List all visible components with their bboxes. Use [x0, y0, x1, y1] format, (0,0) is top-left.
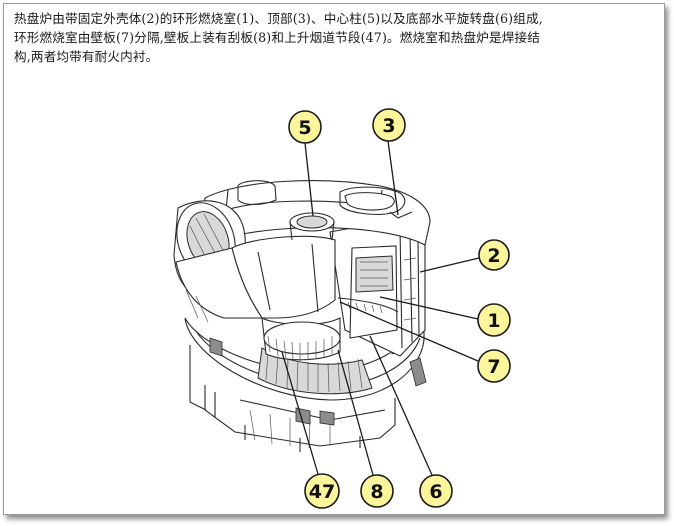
callout-number: 5: [298, 117, 311, 139]
callout-number: 6: [429, 481, 442, 503]
callout-7: 7: [477, 349, 511, 383]
callout-3: 3: [372, 108, 406, 142]
callout-circle: [372, 108, 406, 142]
callout-number: 3: [382, 115, 395, 137]
callout-circle: [477, 349, 511, 383]
callout-number: 7: [487, 356, 500, 378]
callout-leader-3: [387, 140, 399, 216]
outer-shell: [329, 219, 426, 357]
text-line-1: 热盘炉由带固定外壳体(2)的环形燃烧室(1)、顶部(3)、中心柱(5)以及底部水…: [14, 11, 543, 26]
callout-leader-7: [339, 301, 479, 362]
callout-47: 47: [304, 473, 340, 509]
callout-leader-8: [337, 349, 374, 476]
callout-circle: [304, 473, 340, 509]
callout-leader-47: [281, 351, 319, 475]
text-line-2: 环形燃烧室由壁板(7)分隔,壁板上装有刮板(8)和上升烟道节段(47)。燃烧室和…: [14, 30, 540, 45]
callout-leader-1: [379, 296, 479, 320]
callout-6: 6: [419, 474, 453, 508]
callout-2: 2: [478, 239, 510, 271]
callout-circle: [360, 474, 394, 508]
center-column: [231, 212, 341, 361]
callout-5: 5: [288, 110, 322, 144]
callout-circle: [419, 474, 453, 508]
callout-number: 2: [487, 245, 500, 267]
callout-circle: [477, 303, 511, 337]
description-text: 热盘炉由带固定外壳体(2)的环形燃烧室(1)、顶部(3)、中心柱(5)以及底部水…: [14, 9, 654, 66]
text-line-3: 构,两者均带有耐火内衬。: [14, 49, 159, 64]
callout-number: 1: [487, 310, 500, 332]
callout-circle: [478, 239, 510, 271]
callout-number: 8: [370, 481, 383, 503]
shell-side: [175, 247, 264, 323]
callout-leader-2: [419, 257, 480, 273]
callout-layer: 5 3 2 1 7 47 8 6: [281, 108, 511, 509]
callout-circle: [288, 110, 322, 144]
callout-1: 1: [477, 303, 511, 337]
callout-8: 8: [360, 474, 394, 508]
callout-leader-5: [304, 142, 314, 217]
callout-leader-6: [369, 335, 433, 476]
callout-number: 47: [309, 481, 335, 503]
